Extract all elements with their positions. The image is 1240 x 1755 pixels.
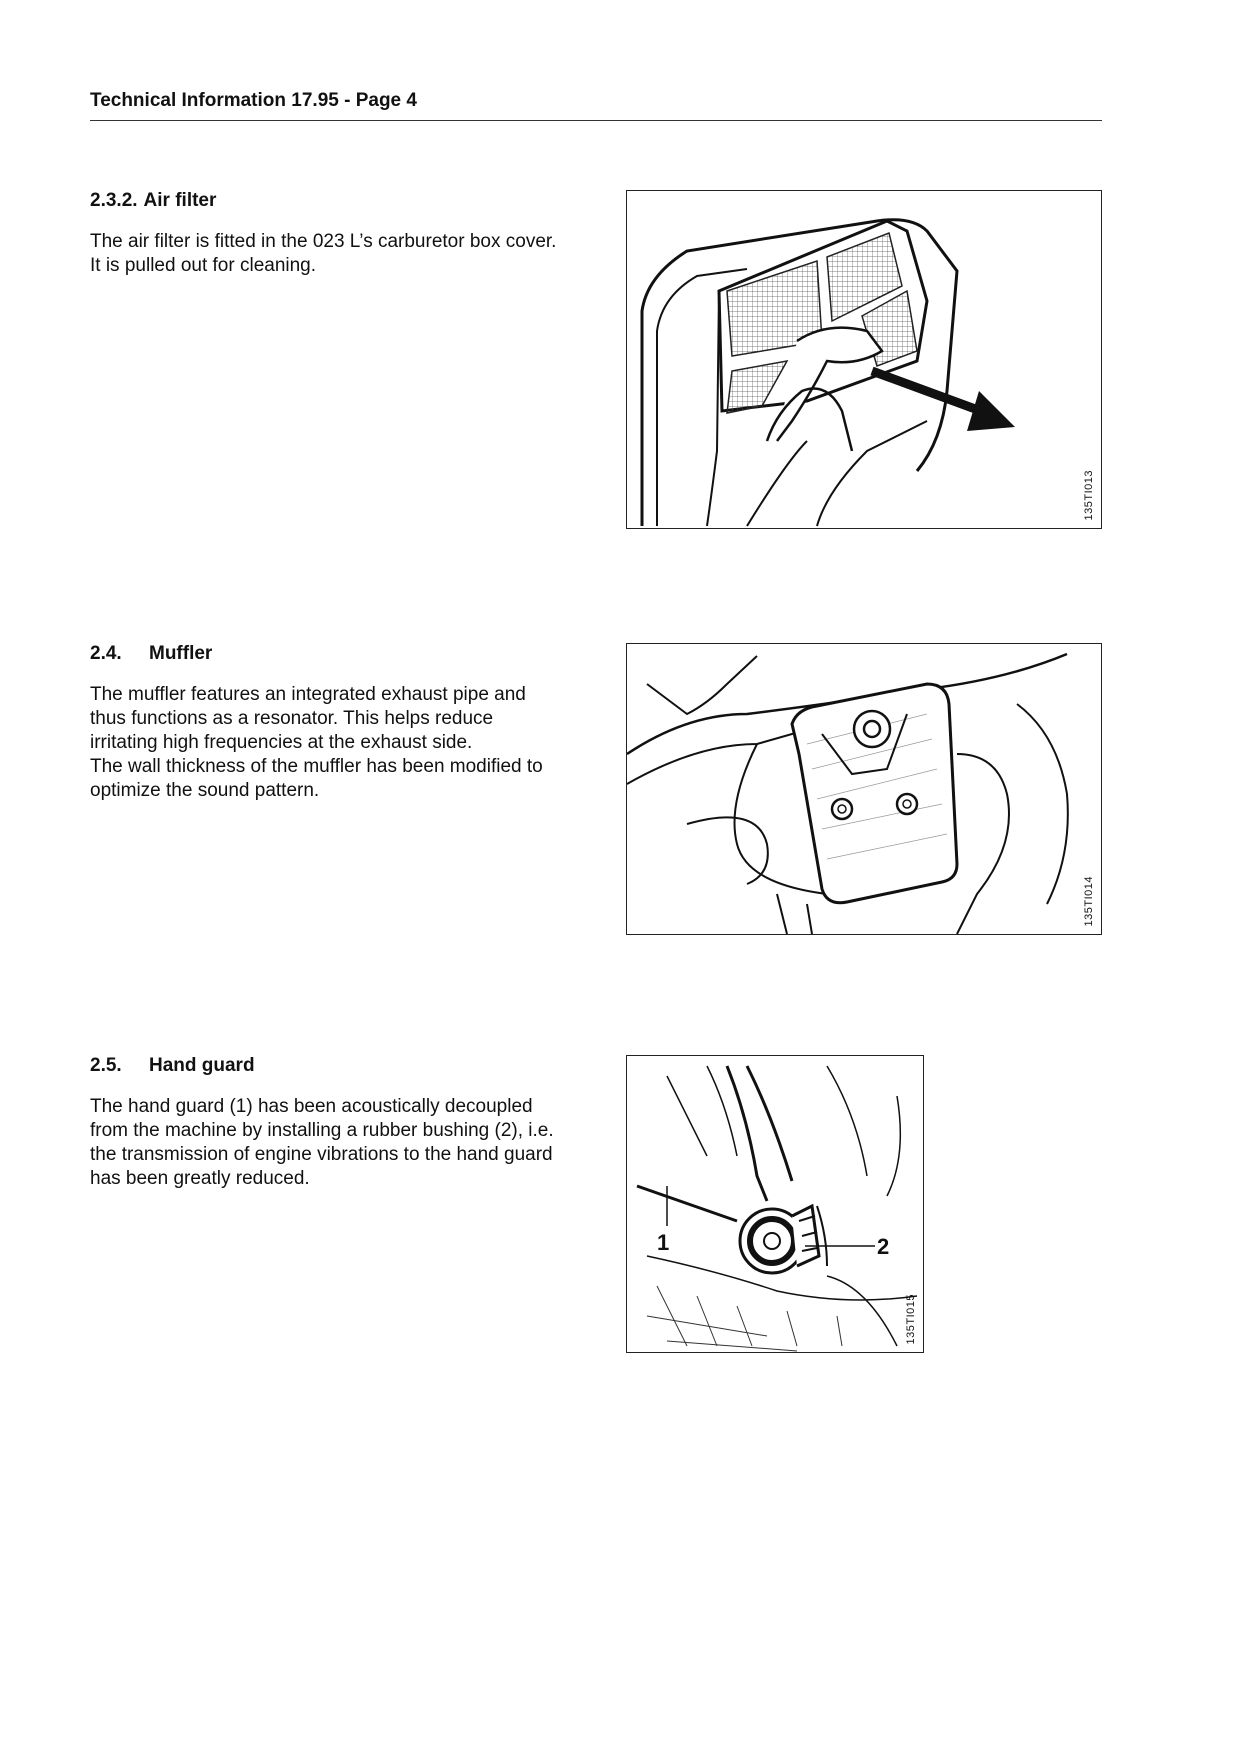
section-title: Hand guard xyxy=(149,1055,255,1076)
air-filter-figure: 135TI013 xyxy=(626,190,1102,529)
section-heading: 2.5. Hand guard xyxy=(90,1055,560,1077)
figure-code: 135TI014 xyxy=(1083,875,1095,926)
section-number: 2.3.2. xyxy=(90,190,138,211)
page-header: Technical Information 17.95 - Page 4 xyxy=(90,90,1102,121)
figure-code: 135TI015 xyxy=(905,1293,917,1344)
section-hand-guard: 2.5. Hand guard The hand guard (1) has be… xyxy=(90,1055,560,1191)
section-title: Muffler xyxy=(149,643,213,664)
section-number: 2.4. xyxy=(90,643,122,664)
section-title: Air filter xyxy=(143,190,217,211)
muffler-figure: 135TI014 xyxy=(626,643,1102,935)
section-paragraph: The muffler features an integrated exhau… xyxy=(90,684,526,753)
callout-2: 2 xyxy=(877,1234,890,1259)
section-paragraph: The wall thickness of the muffler has be… xyxy=(90,756,543,801)
section-paragraph: The air filter is fitted in the 023 L’s … xyxy=(90,231,557,276)
section-heading: 2.3.2.Air filter xyxy=(90,190,560,212)
muffler-illustration xyxy=(627,652,1069,934)
hand-guard-figure: 1 2 135TI015 xyxy=(626,1055,924,1353)
section-paragraph: The hand guard (1) has been acoustically… xyxy=(90,1096,554,1189)
section-muffler: 2.4. Muffler The muffler features an inte… xyxy=(90,643,560,803)
section-air-filter: 2.3.2.Air filter The air filter is fitte… xyxy=(90,190,560,278)
section-heading: 2.4. Muffler xyxy=(90,643,560,665)
callout-1: 1 xyxy=(657,1230,670,1255)
section-number: 2.5. xyxy=(90,1055,122,1076)
hand-guard-illustration xyxy=(636,1065,918,1352)
air-filter-illustration xyxy=(640,218,1015,527)
figure-code: 135TI013 xyxy=(1083,469,1095,520)
